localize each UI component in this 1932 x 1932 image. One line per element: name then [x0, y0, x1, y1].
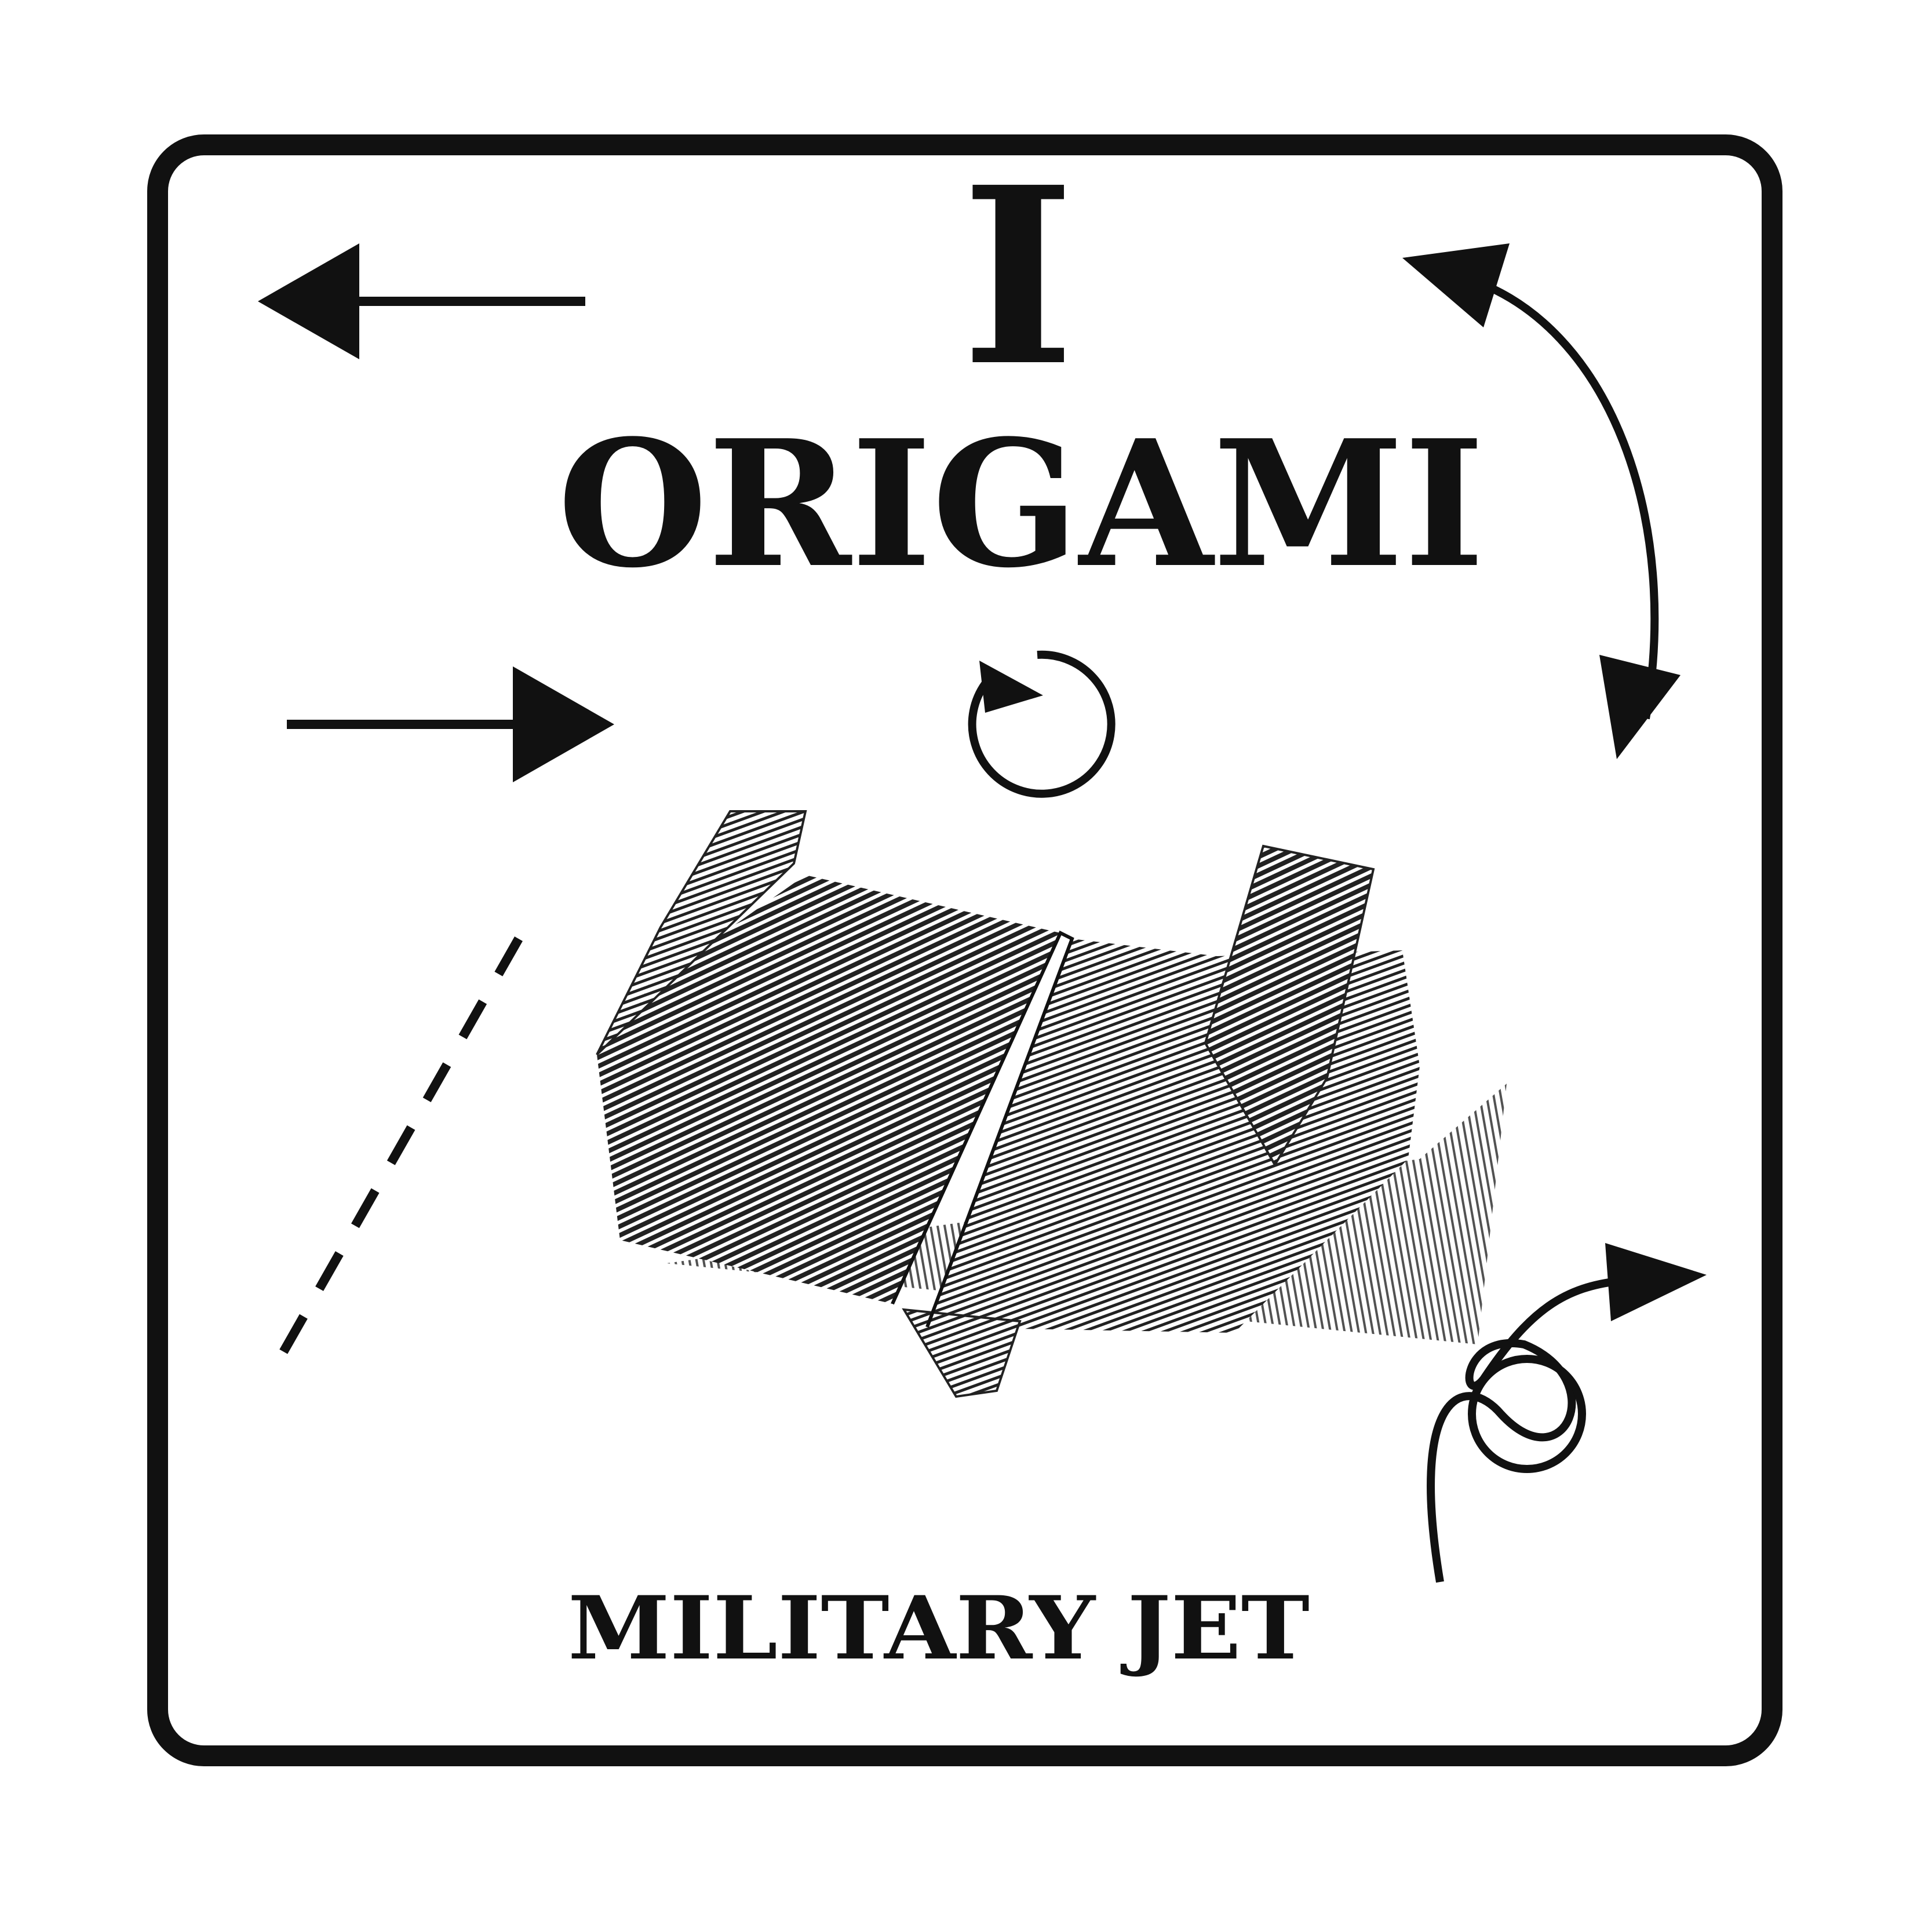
dashed-fold-line-icon — [277, 936, 523, 1358]
arrow-left-icon — [258, 243, 585, 359]
double-curved-arrow-icon — [1402, 243, 1681, 759]
model-name: MILITARY JET — [568, 1577, 1310, 1679]
arrow-right-icon — [287, 666, 614, 782]
origami-jet-illustration — [596, 810, 1507, 1398]
heading-line-2: ORIGAMI — [557, 402, 1485, 606]
heading-line-1: I — [961, 134, 1075, 420]
rotate-icon — [968, 650, 1116, 798]
frame-border — [147, 134, 1782, 1766]
loop-arrow-icon — [1427, 1243, 1707, 1583]
